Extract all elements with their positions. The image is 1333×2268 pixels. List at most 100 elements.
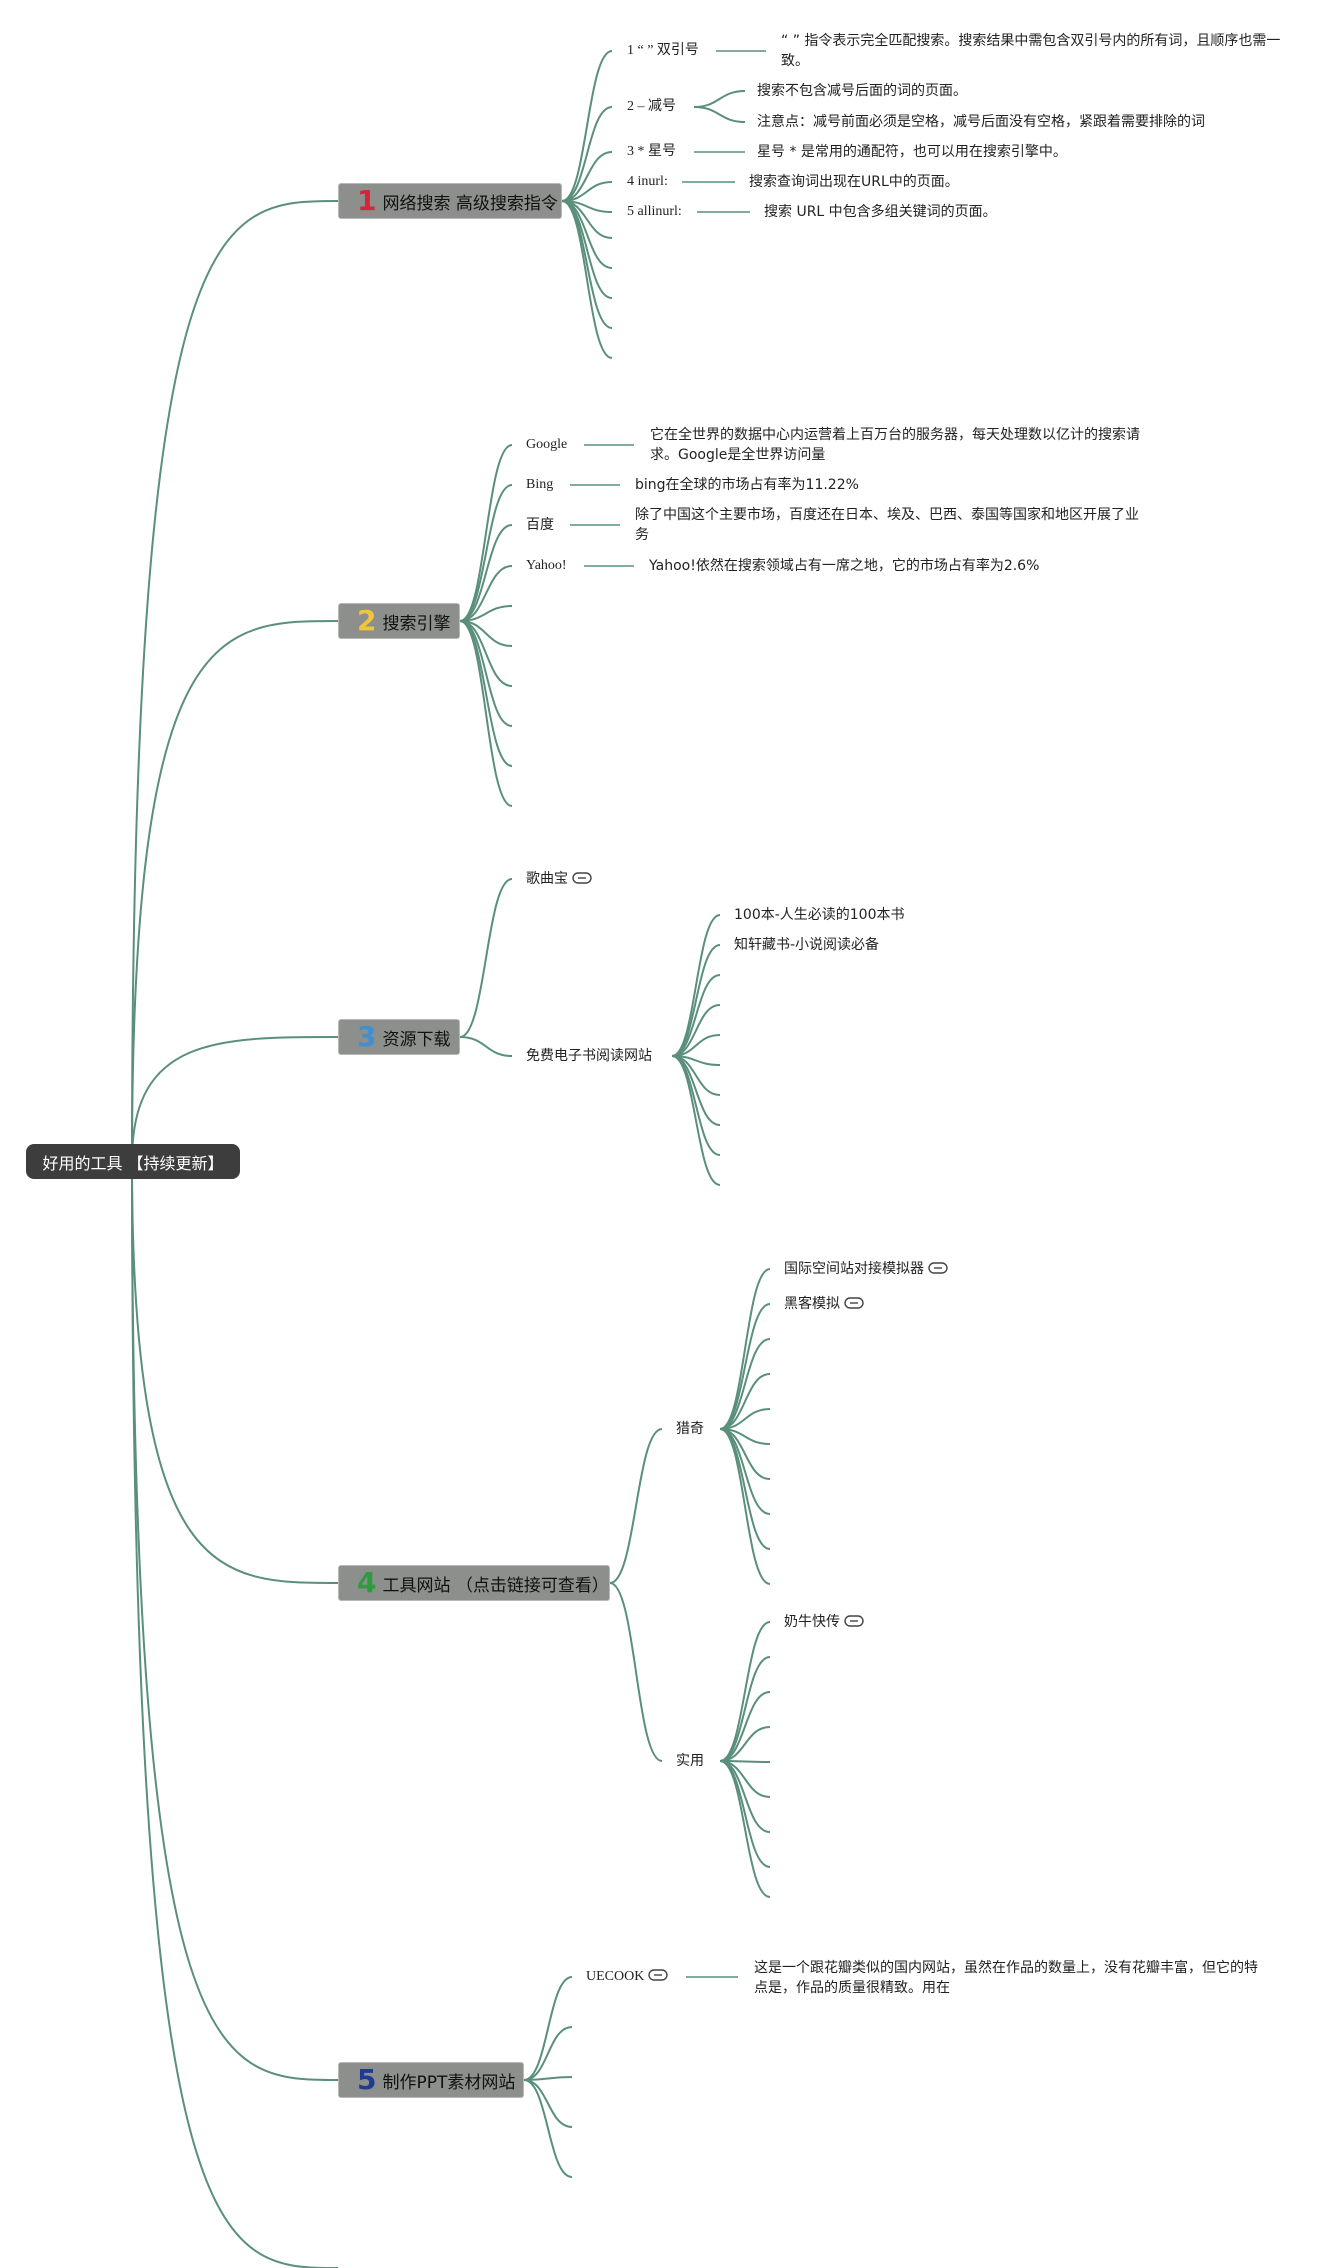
topic-allinurl-operator[interactable]: 5 allinurl: [627,204,682,219]
topic-zhixuan-books[interactable]: 知轩藏书-小说阅读必备 [734,937,880,953]
branch-number: 5 [357,2063,377,2096]
note-uecook: 这是一个跟花瓣类似的国内网站，虽然在作品的数量上，没有花瓣丰富，但它的特点是，作… [754,1960,1258,1996]
topic-100-books[interactable]: 100本-人生必读的100本书 [734,907,905,923]
curiosity-connector [719,1303,771,1430]
topic-quote-operator[interactable]: 1 “ ” 双引号 [627,43,699,58]
topic-free-ebooks[interactable]: 免费电子书阅读网站 [526,1048,652,1064]
note-google: 它在全世界的数据中心内运营着上百万台的服务器，每天处理数以亿计的搜索请求。Goo… [650,427,1140,463]
topic-gequbao[interactable]: 歌曲宝 [526,869,592,889]
topic-baidu[interactable]: 百度 [526,517,554,533]
branch-1-connector [561,106,613,202]
topic-curiosity[interactable]: 猎奇 [676,1421,704,1437]
branch-1-connector [561,50,613,202]
topic-iss-docking-simulator[interactable]: 国际空间站对接模拟器 [784,1259,948,1279]
note-allinurl-operator: 搜索 URL 中包含多组关键词的页面。 [764,204,997,220]
practical-connector [719,1656,771,1762]
curiosity-connector [719,1428,771,1550]
root-topic-label: 好用的工具 【持续更新】 [42,1153,224,1173]
topic-gequbao-label: 歌曲宝 [526,871,568,887]
note-connector [693,90,746,108]
topic-cowtransfer-label: 奶牛快传 [784,1614,840,1630]
topic-uecook[interactable]: UECOOK [586,1967,669,1987]
branch-label: 网络搜索 高级搜索指令 [382,193,558,214]
branch-4-tool-sites[interactable]: 4 工具网站 （点击链接可查看） [338,1565,610,1601]
topic-practical[interactable]: 实用 [676,1753,704,1769]
branch-label: 工具网站 （点击链接可查看） [382,1575,609,1596]
branch-number: 4 [357,1566,377,1599]
branch-1-advanced-search[interactable]: 1 网络搜索 高级搜索指令 [338,183,562,219]
practical-connector [719,1621,771,1762]
branch-2-connector [459,620,513,807]
root-branch-connector [131,1036,339,1162]
topic-star-operator[interactable]: 3 * 星号 [627,144,676,159]
branch-5-ppt-material-sites[interactable]: 5 制作PPT素材网站 [338,2062,524,2098]
branch-4-connector [609,1582,663,1762]
branch-number: 2 [357,604,377,637]
topic-iss-label: 国际空间站对接模拟器 [784,1261,924,1277]
branch-label: 制作PPT素材网站 [382,2072,516,2093]
practical-connector [719,1760,771,1868]
topic-uecook-label: UECOOK [586,1969,645,1984]
ebook-connector [671,1055,721,1186]
root-branch-connector [131,200,339,1162]
link-icon[interactable] [572,872,592,884]
curiosity-connector [719,1338,771,1430]
branch-2-connector [459,565,513,622]
branch-2-search-engines[interactable]: 2 搜索引擎 [338,603,460,639]
curiosity-connector [719,1268,771,1430]
root-branch-connector [131,620,339,1162]
branch-label: 搜索引擎 [382,613,451,634]
note-minus-operator-1: 搜索不包含减号后面的词的页面。 [757,83,967,99]
branch-label: 资源下载 [382,1029,451,1050]
note-quote-operator: “ ” 指令表示完全匹配搜索。搜索结果中需包含双引号内的所有词，且顺序也需一致。 [781,33,1281,69]
link-icon[interactable] [844,1297,864,1309]
note-yahoo: Yahoo!依然在搜索领域占有一席之地，它的市场占有率为2.6% [649,558,1040,574]
topic-cowtransfer[interactable]: 奶牛快传 [784,1612,864,1632]
link-icon[interactable] [844,1615,864,1627]
root-branch-connector [131,1160,339,2268]
branch-5-connector [523,2079,573,2178]
branch-number: 1 [357,184,377,217]
note-minus-operator-2: 注意点：减号前面必须是空格，减号后面没有空格，紧跟着需要排除的词 [757,114,1205,130]
branch-3-resource-download[interactable]: 3 资源下载 [338,1019,460,1055]
branch-2-connector [459,620,513,767]
note-star-operator: 星号 * 是常用的通配符，也可以用在搜索引擎中。 [757,144,1067,160]
practical-connector [719,1760,771,1898]
note-inurl-operator: 搜索查询词出现在URL中的页面。 [749,174,959,190]
root-topic[interactable]: 好用的工具 【持续更新】 [26,1144,240,1179]
topic-hacker-simulator[interactable]: 黑客模拟 [784,1294,864,1314]
branch-5-connector [523,1976,573,2081]
curiosity-connector [719,1373,771,1430]
branch-2-connector [459,605,513,622]
topic-google[interactable]: Google [526,437,568,452]
link-icon[interactable] [928,1262,948,1274]
topic-hacker-label: 黑客模拟 [784,1296,840,1312]
curiosity-connector [719,1428,771,1585]
ebook-connector [671,1055,721,1156]
ebook-connector [671,974,721,1057]
branch-3-connector [459,878,513,1038]
branch-2-connector [459,524,513,622]
note-connector [693,106,746,123]
note-bing: bing在全球的市场占有率为11.22% [635,477,859,493]
branch-1-connector [561,151,613,202]
note-baidu: 除了中国这个主要市场，百度还在日本、埃及、巴西、泰国等国家和地区开展了业务 [635,507,1139,543]
practical-connector [719,1691,771,1762]
topic-minus-operator[interactable]: 2 – 减号 [627,99,676,114]
branch-3-connector [459,1036,513,1057]
link-icon[interactable] [648,1969,669,1981]
branch-5-connector [523,2026,573,2081]
topic-bing[interactable]: Bing [526,477,554,492]
ebook-connector [671,1055,721,1126]
topic-yahoo[interactable]: Yahoo! [526,558,567,573]
branch-1-connector [561,200,613,359]
root-branch-connector [131,1160,339,1584]
branch-5-connector [523,2079,573,2128]
ebook-connector [671,944,721,1057]
root-branch-connector [131,1160,339,2081]
branch-number: 3 [357,1020,377,1053]
branch-2-connector [459,484,513,622]
topic-inurl-operator[interactable]: 4 inurl: [627,174,668,189]
branch-4-connector [609,1428,663,1584]
